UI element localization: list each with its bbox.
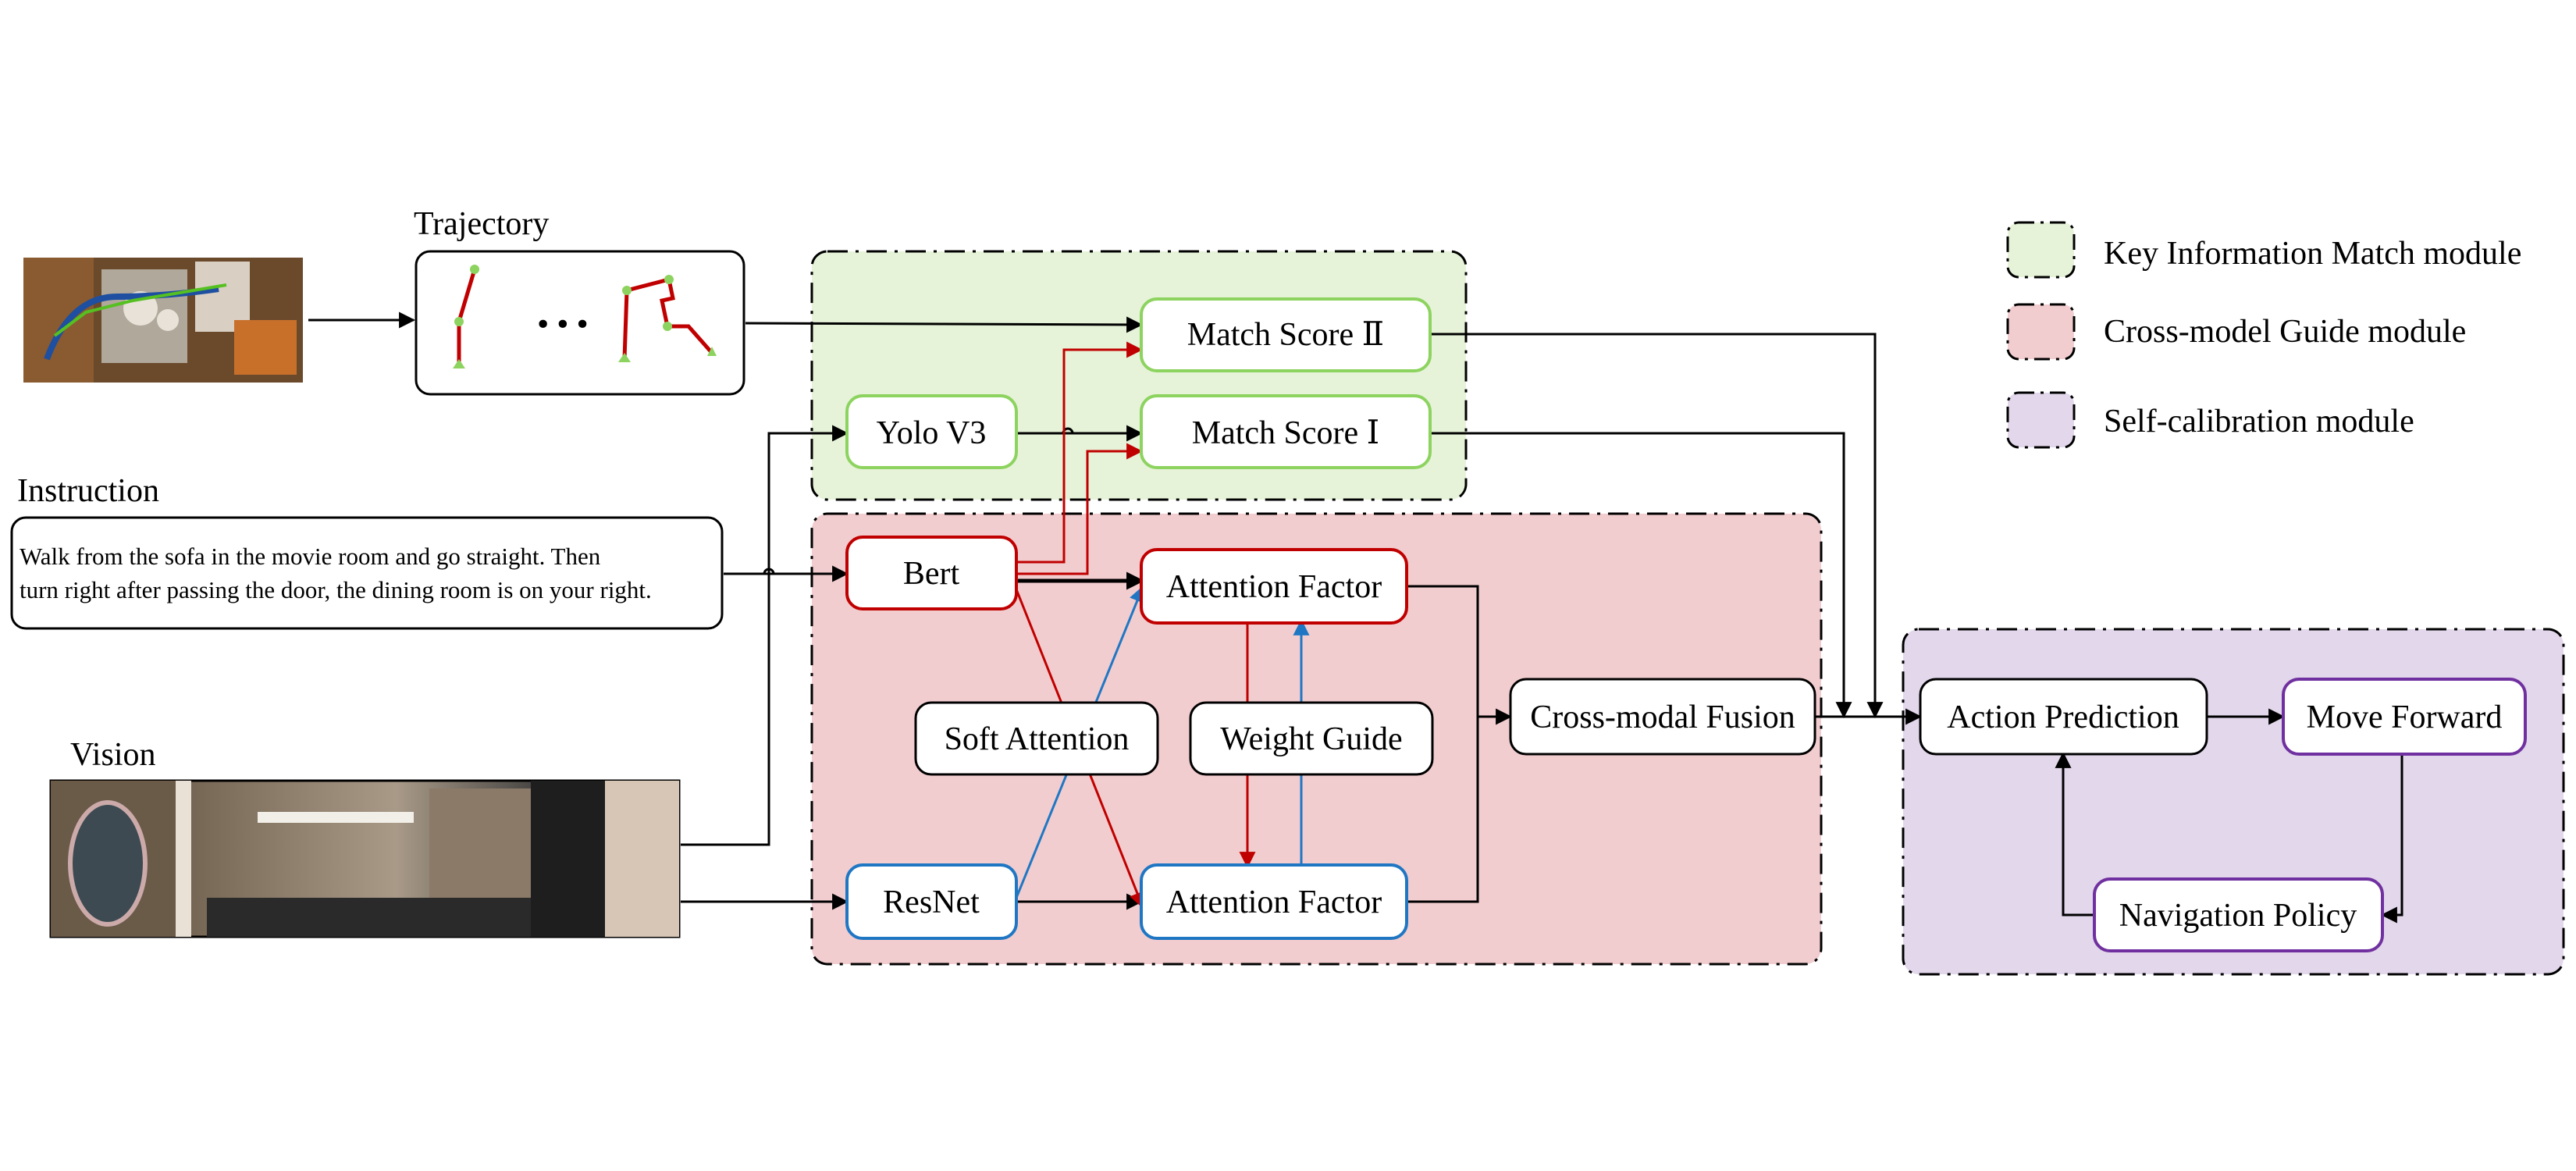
legend-item-self-calibration: Self-calibration module: [2006, 391, 2414, 449]
bert-node: Bert: [845, 536, 1018, 610]
trajectory-box: •••: [415, 250, 745, 396]
resnet-node: ResNet: [845, 863, 1018, 940]
svg-text:Attention Factor: Attention Factor: [1166, 884, 1382, 920]
yolo-v3-node: Yolo V3: [845, 394, 1018, 469]
soft-attention-node: Soft Attention: [914, 701, 1159, 776]
legend-item-cross-model-guide: Cross-model Guide module: [2006, 303, 2466, 361]
match-score-1-node: Match Score Ⅰ: [1140, 394, 1432, 469]
navigation-policy-node: Navigation Policy: [2093, 877, 2384, 952]
instruction-box: Walk from the sofa in the movie room and…: [10, 516, 724, 630]
weight-guide-node: Weight Guide: [1189, 701, 1434, 776]
svg-text:Action Prediction: Action Prediction: [1947, 699, 2179, 735]
svg-text:Soft Attention: Soft Attention: [945, 721, 1130, 757]
instruction-label: Instruction: [17, 473, 159, 509]
svg-text:Cross-modal Fusion: Cross-modal Fusion: [1530, 699, 1795, 735]
svg-text:Match Score Ⅱ: Match Score Ⅱ: [1187, 317, 1384, 353]
cross-modal-fusion-node: Cross-modal Fusion: [1509, 678, 1816, 756]
move-forward-node: Move Forward: [2282, 678, 2527, 756]
black-connectors: [308, 311, 2403, 924]
instruction-line-2: turn right after passing the door, the d…: [20, 576, 652, 603]
svg-text:ResNet: ResNet: [883, 884, 980, 920]
svg-text:Yolo V3: Yolo V3: [877, 415, 987, 451]
vision-panorama-image: [49, 779, 681, 938]
instruction-line-1: Walk from the sofa in the movie room and…: [20, 543, 601, 570]
trajectory-ellipsis: •••: [535, 309, 594, 341]
trajectory-label: Trajectory: [414, 206, 549, 242]
svg-text:Cross-model Guide module: Cross-model Guide module: [2104, 314, 2466, 350]
floor-plan-image: [23, 258, 303, 383]
svg-text:Move Forward: Move Forward: [2307, 699, 2503, 735]
svg-text:Navigation Policy: Navigation Policy: [2119, 898, 2357, 934]
svg-text:Self-calibration module: Self-calibration module: [2104, 404, 2414, 440]
svg-text:Key Information Match module: Key Information Match module: [2104, 236, 2521, 272]
svg-text:Weight Guide: Weight Guide: [1220, 721, 1402, 757]
crossing-hop: [763, 568, 775, 575]
svg-text:Attention Factor: Attention Factor: [1166, 569, 1382, 605]
legend-item-key-information: Key Information Match module: [2006, 221, 2521, 279]
svg-text:Match Score Ⅰ: Match Score Ⅰ: [1192, 415, 1380, 451]
vision-label: Vision: [70, 737, 156, 773]
attention-factor-bottom-node: Attention Factor: [1140, 863, 1408, 940]
svg-text:Bert: Bert: [903, 556, 960, 592]
legend: Key Information Match module Cross-model…: [2006, 221, 2521, 449]
attention-factor-top-node: Attention Factor: [1140, 548, 1408, 625]
action-prediction-node: Action Prediction: [1919, 678, 2208, 756]
match-score-2-node: Match Score Ⅱ: [1140, 297, 1432, 372]
